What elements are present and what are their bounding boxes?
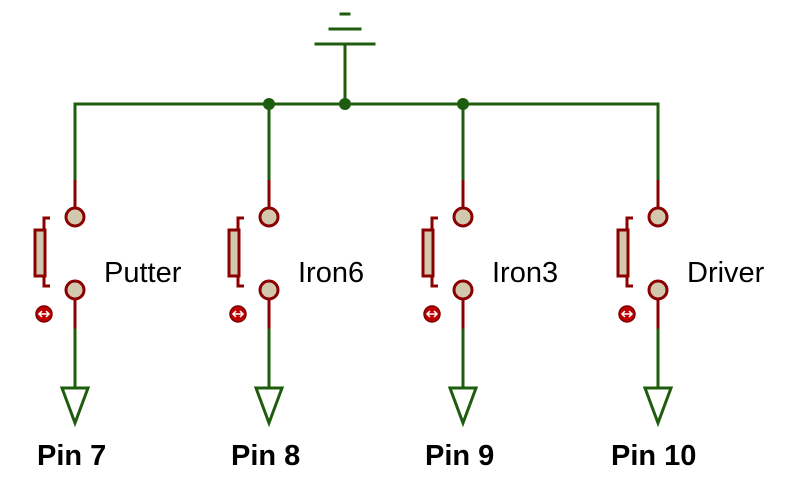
pin-label: Pin 9 xyxy=(425,440,494,472)
switch-terminal-top xyxy=(64,206,86,228)
switch-plunger xyxy=(616,228,630,278)
down-arrow-port-icon xyxy=(253,386,285,428)
down-arrow-port-icon xyxy=(642,386,674,428)
switch-plunger xyxy=(33,228,47,278)
switch-terminal-bottom xyxy=(452,279,474,301)
pushbutton-switch xyxy=(227,206,280,301)
switch-terminal-bottom xyxy=(258,279,280,301)
switch-label: Iron3 xyxy=(492,257,558,289)
pin-label: Pin 7 xyxy=(37,440,106,472)
pin-label: Pin 10 xyxy=(611,440,696,472)
switch-terminal-top xyxy=(452,206,474,228)
switch-terminal-top xyxy=(258,206,280,228)
power-rail-symbol xyxy=(314,12,376,106)
pushbutton-switch xyxy=(33,206,86,301)
switch-label: Driver xyxy=(687,257,765,289)
junction-dot xyxy=(339,98,351,110)
probe-badge-icon[interactable] xyxy=(229,305,247,323)
switch-label: Iron6 xyxy=(298,257,364,289)
pushbutton-switch xyxy=(616,206,669,301)
switch-terminal-bottom xyxy=(64,279,86,301)
down-arrow-port-icon xyxy=(59,386,91,428)
switch-plunger xyxy=(421,228,435,278)
pin-label: Pin 8 xyxy=(231,440,300,472)
pushbutton-switch xyxy=(421,206,474,301)
switch-terminal-top xyxy=(647,206,669,228)
switch-plunger xyxy=(227,228,241,278)
switch-terminal-bottom xyxy=(647,279,669,301)
switch-label: Putter xyxy=(104,257,182,289)
probe-badge-icon[interactable] xyxy=(618,305,636,323)
down-arrow-port-icon xyxy=(447,386,479,428)
probe-badge-icon[interactable] xyxy=(35,305,53,323)
probe-badge-icon[interactable] xyxy=(423,305,441,323)
